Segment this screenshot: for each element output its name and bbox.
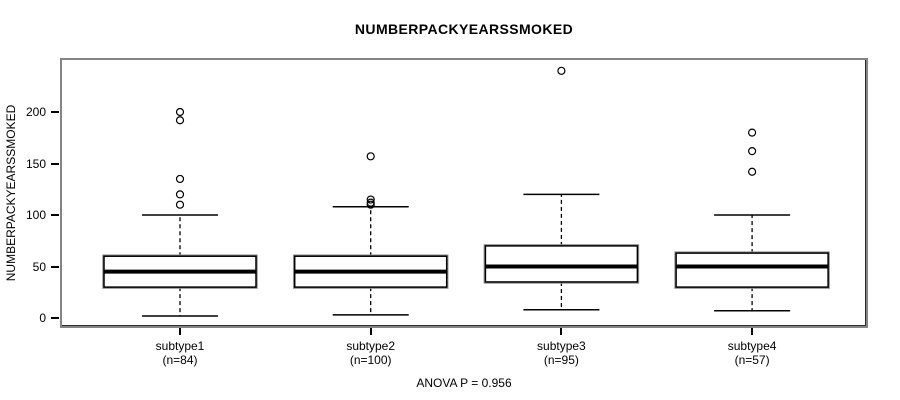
y-tick-mark [51,111,59,113]
y-tick-mark [51,162,59,165]
x-tick-mark [179,328,181,335]
group-label: subtype2 [346,339,396,353]
anova-annotation: ANOVA P = 0.956 [416,376,512,390]
outlier-point [175,200,185,209]
y-tick-mark [51,317,59,319]
outlier-point [175,174,185,184]
group-n-label: (n=95) [543,353,579,367]
x-tick-label: subtype3(n=95) [481,339,641,367]
outlier-point [366,195,375,204]
x-tick-label: subtype1(n=84) [100,339,260,367]
x-tick-mark [560,328,563,335]
y-tick-label: 0 [39,311,46,325]
x-tick-label: subtype4(n=57) [672,339,832,367]
outlier-point [366,198,375,207]
x-tick-mark [369,328,372,335]
outlier-point [747,167,757,176]
iqr-box [675,252,829,288]
x-tick-label: subtype2(n=100) [291,339,451,367]
outlier-point [366,152,375,161]
outlier-point [175,190,185,199]
group-n-label: (n=57) [734,353,770,367]
y-tick-label: 150 [25,156,46,171]
outlier-point [175,116,185,125]
y-tick-label: 200 [25,105,46,119]
group-label: subtype3 [537,339,586,353]
outlier-point [747,147,757,156]
group-n-label: (n=84) [162,353,198,367]
chart-title: NUMBERPACKYEARSSMOKED [354,21,574,37]
outlier-point [747,128,757,137]
group-n-label: (n=100) [349,353,392,367]
group-label: subtype1 [155,339,205,353]
outlier-point [557,66,566,75]
y-tick-label: 50 [32,259,46,274]
outlier-point [175,107,185,117]
y-tick-mark [51,265,59,268]
iqr-box [484,245,639,283]
plot-area [60,58,868,328]
y-tick-label: 100 [25,208,46,222]
y-tick-mark [51,214,59,216]
y-axis-label: NUMBERPACKYEARSSMOKED [4,104,18,282]
boxplot-canvas [102,66,830,317]
x-tick-mark [751,328,754,335]
group-label: subtype4 [727,339,777,353]
